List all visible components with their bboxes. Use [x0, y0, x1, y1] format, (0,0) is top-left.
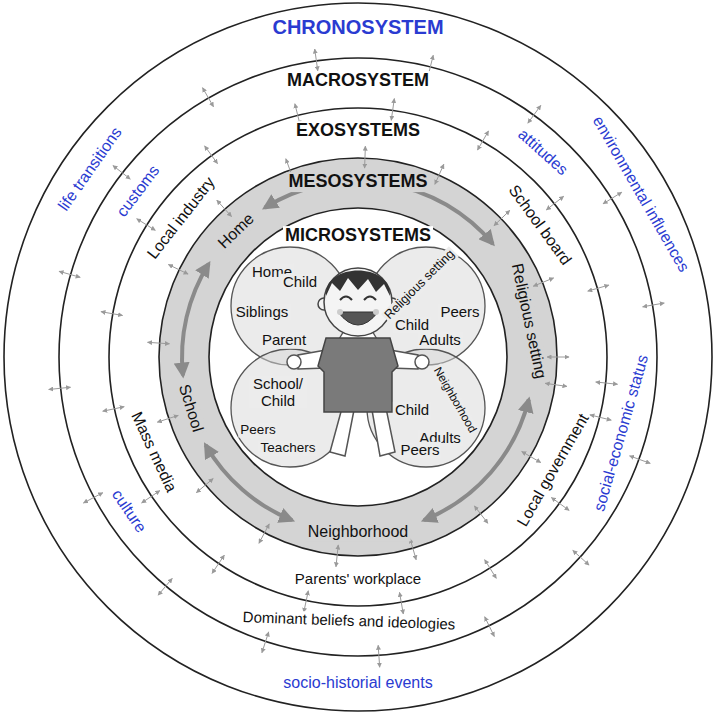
circle-shape — [4, 3, 712, 711]
interaction-arrow — [522, 452, 541, 463]
mesosystem-arrow — [206, 445, 292, 520]
interaction-arrows — [49, 49, 665, 667]
system-heading: MICROSYSTEMS — [283, 226, 433, 246]
interaction-arrow — [478, 131, 489, 150]
system-label: Teachers — [259, 441, 318, 456]
macrosystem-ring: MACROSYSTEMcustomsattitudesculturesocial… — [58, 57, 658, 657]
interaction-arrow — [304, 591, 309, 613]
circle-shape — [231, 349, 349, 467]
interaction-arrow — [262, 632, 269, 653]
interaction-arrow — [485, 560, 497, 579]
mesosystem-arrows — [182, 181, 529, 520]
mesosystem-arrow — [424, 400, 529, 521]
interaction-arrow — [435, 164, 444, 184]
circle-shape — [231, 247, 349, 365]
interaction-arrow — [196, 478, 213, 492]
system-heading: MESOSYSTEMS — [286, 172, 429, 192]
circle-outline — [208, 207, 508, 507]
interaction-arrow — [588, 285, 609, 291]
interaction-arrow — [545, 383, 567, 386]
mesosystem-ring: MESOSYSTEMSHomeReligious settingSchoolNe… — [158, 157, 558, 557]
system-label: Child — [281, 274, 319, 291]
interaction-arrow — [148, 342, 170, 344]
interaction-arrow — [603, 192, 622, 204]
interaction-arrow — [295, 104, 300, 125]
circle-shape — [59, 58, 657, 656]
system-heading: CHRONOSYSTEM — [270, 16, 445, 38]
interaction-arrow — [551, 497, 569, 510]
chronosystem-ring: CHRONOSYSTEMlife transitionsenvironmenta… — [3, 2, 713, 712]
interaction-arrow — [59, 271, 80, 277]
circle-shape — [367, 349, 485, 467]
interaction-arrow — [547, 357, 569, 358]
mesosystem-arrow — [182, 264, 209, 376]
interaction-arrow — [533, 278, 553, 286]
interaction-arrow — [378, 645, 380, 667]
circle-shape — [159, 158, 557, 556]
interaction-arrow — [158, 578, 172, 595]
interaction-arrow — [315, 49, 318, 71]
interaction-arrow — [573, 550, 589, 565]
interaction-arrow — [596, 382, 618, 384]
interaction-arrow — [103, 407, 125, 412]
setting-circle: Religious settingChildPeersAdults — [366, 246, 486, 366]
interaction-arrow — [203, 88, 214, 107]
interaction-arrow — [142, 491, 160, 503]
system-label: School/ Child — [249, 376, 307, 409]
interaction-arrow — [217, 200, 232, 216]
interaction-arrow — [83, 493, 102, 503]
interaction-arrow — [528, 105, 541, 123]
child-illustration — [287, 268, 429, 456]
interaction-arrow — [590, 415, 611, 420]
system-label: Child — [393, 402, 431, 419]
interaction-arrow — [101, 312, 123, 316]
setting-circle: NeighborhoodChildAdultsPeers — [366, 348, 486, 468]
setting-circle: HomeChildSiblingsParent — [230, 246, 350, 366]
interaction-arrow — [391, 99, 394, 121]
mesosystem-arrow — [265, 181, 493, 244]
system-label: Peers — [238, 423, 277, 438]
circle-shape — [367, 247, 485, 365]
interaction-arrow — [428, 55, 433, 76]
interaction-arrow — [643, 303, 665, 307]
circle-shape — [109, 108, 607, 606]
interaction-arrow — [474, 506, 488, 523]
system-label: Adults — [417, 332, 463, 349]
circle-shape — [209, 208, 507, 506]
system-label: Peers — [438, 304, 481, 321]
interaction-arrow — [336, 545, 338, 567]
system-heading: MACROSYSTEM — [285, 71, 431, 91]
interaction-arrow — [259, 524, 269, 543]
interaction-arrow — [205, 146, 218, 164]
interaction-arrow — [400, 592, 404, 614]
interaction-arrow — [286, 159, 294, 180]
system-label: Siblings — [234, 304, 291, 321]
interaction-arrow — [168, 265, 188, 275]
exosystem-ring: EXOSYSTEMSLocal industrySchool boardMass… — [108, 107, 608, 607]
system-heading: EXOSYSTEMS — [294, 121, 422, 141]
system-label: Peers — [398, 442, 441, 459]
interaction-arrow — [113, 166, 130, 180]
system-label: socio-historial events — [281, 674, 434, 692]
system-label: Parent — [260, 332, 308, 349]
interaction-arrow — [546, 196, 563, 210]
setting-circle: School/ ChildPeersTeachers — [230, 348, 350, 468]
interaction-arrow — [49, 387, 71, 389]
microsystem-circle: MICROSYSTEMSHomeChildSiblingsParentRelig… — [208, 207, 508, 507]
interaction-arrow — [212, 555, 224, 573]
interaction-arrow — [630, 456, 651, 464]
interaction-arrow — [494, 210, 510, 225]
interaction-arrow — [364, 146, 366, 168]
system-label: Neighborhood — [306, 523, 411, 541]
interaction-arrow — [410, 539, 416, 560]
interaction-arrow — [157, 415, 178, 422]
interaction-arrow — [485, 617, 495, 637]
interaction-arrow — [137, 219, 156, 231]
system-label: Parents' workplace — [293, 571, 423, 588]
